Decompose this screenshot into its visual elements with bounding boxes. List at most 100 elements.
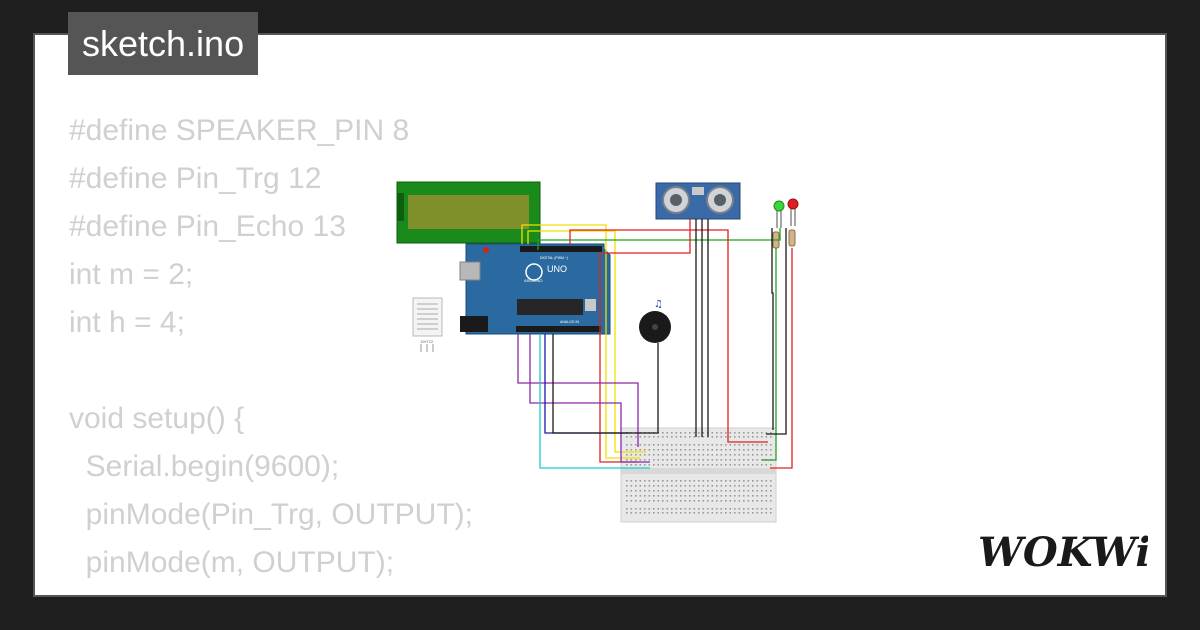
- breadboard-hole: [630, 459, 633, 461]
- breadboard-hole: [698, 444, 700, 446]
- breadboard-hole: [653, 464, 655, 466]
- breadboard-hole: [684, 459, 687, 461]
- breadboard-hole: [684, 444, 687, 446]
- breadboard-hole: [662, 500, 664, 502]
- breadboard-hole: [747, 444, 750, 446]
- breadboard-hole: [626, 454, 628, 456]
- breadboard-hole: [711, 480, 714, 482]
- breadboard-hole: [738, 454, 741, 456]
- breadboard-hole: [680, 464, 682, 466]
- breadboard-hole: [666, 500, 669, 502]
- breadboard-hole: [666, 490, 669, 492]
- breadboard-hole: [711, 449, 714, 451]
- breadboard-hole: [653, 490, 655, 492]
- breadboard-hole: [662, 480, 664, 482]
- breadboard-hole: [725, 464, 727, 466]
- wokwi-logo-text: WOKWi: [978, 529, 1148, 576]
- breadboard-hole: [738, 500, 741, 502]
- breadboard-hole: [635, 454, 637, 456]
- breadboard-hole: [752, 490, 754, 492]
- breadboard-hole: [707, 512, 709, 514]
- breadboard-hole: [635, 512, 637, 514]
- breadboard-hole: [698, 512, 700, 514]
- breadboard-hole: [639, 464, 642, 466]
- breadboard-hole: [630, 449, 633, 451]
- breadboard-hole: [675, 449, 678, 451]
- breadboard-hole: [725, 480, 727, 482]
- breadboard-hole: [729, 449, 732, 451]
- breadboard-hole: [756, 512, 759, 514]
- breadboard-hole: [653, 454, 655, 456]
- breadboard-hole: [639, 480, 642, 482]
- breadboard-hole: [639, 459, 642, 461]
- breadboard-hole: [761, 512, 763, 514]
- breadboard-hole: [653, 436, 655, 438]
- breadboard-hole: [702, 464, 705, 466]
- breadboard-hole: [711, 459, 714, 461]
- breadboard-hole: [770, 432, 772, 434]
- breadboard-hole: [626, 444, 628, 446]
- breadboard-hole: [725, 495, 727, 497]
- breadboard-hole: [671, 436, 673, 438]
- breadboard-hole: [720, 485, 723, 487]
- wire-green: [537, 228, 781, 250]
- breadboard-hole: [639, 485, 642, 487]
- breadboard-hole: [743, 444, 745, 446]
- breadboard-hole: [752, 444, 754, 446]
- breadboard-hole: [680, 436, 682, 438]
- breadboard-hole: [734, 464, 736, 466]
- breadboard-hole: [653, 459, 655, 461]
- breadboard-hole: [693, 480, 696, 482]
- breadboard-hole: [756, 480, 759, 482]
- breadboard-hole: [729, 432, 732, 434]
- breadboard-hole: [725, 449, 727, 451]
- ultrasonic-sensor: [655, 182, 741, 220]
- breadboard-hole: [707, 508, 709, 510]
- breadboard-hole: [648, 436, 651, 438]
- breadboard-hole: [752, 454, 754, 456]
- breadboard-hole: [702, 436, 705, 438]
- breadboard-hole: [702, 495, 705, 497]
- breadboard-hole: [666, 512, 669, 514]
- breadboard-hole: [680, 449, 682, 451]
- music-note-icon: ♫: [654, 299, 663, 310]
- breadboard-hole: [707, 464, 709, 466]
- breadboard-hole: [738, 464, 741, 466]
- breadboard-hole: [743, 500, 745, 502]
- wire-yellow: [527, 230, 646, 453]
- breadboard-hole: [662, 490, 664, 492]
- breadboard-hole: [671, 495, 673, 497]
- code-line: #define Pin_Trg 12: [69, 162, 322, 195]
- breadboard-hole: [738, 444, 741, 446]
- breadboard-hole: [716, 436, 718, 438]
- breadboard-hole: [720, 480, 723, 482]
- breadboard-hole: [689, 485, 691, 487]
- buzzer: ♫: [639, 299, 671, 343]
- breadboard-hole: [653, 512, 655, 514]
- breadboard-hole: [720, 490, 723, 492]
- breadboard-hole: [630, 500, 633, 502]
- breadboard-hole: [671, 449, 673, 451]
- breadboard-hole: [657, 444, 660, 446]
- breadboard-hole: [752, 495, 754, 497]
- breadboard-hole: [756, 432, 759, 434]
- breadboard-hole: [684, 512, 687, 514]
- breadboard-hole: [662, 436, 664, 438]
- breadboard-hole: [635, 500, 637, 502]
- breadboard-hole: [657, 508, 660, 510]
- breadboard-hole: [644, 459, 646, 461]
- breadboard-hole: [752, 480, 754, 482]
- breadboard-hole: [711, 500, 714, 502]
- breadboard-hole: [725, 444, 727, 446]
- breadboard-hole: [729, 500, 732, 502]
- breadboard-hole: [653, 508, 655, 510]
- breadboard-hole: [761, 449, 763, 451]
- breadboard-hole: [752, 432, 754, 434]
- wire-purple: [517, 334, 639, 447]
- breadboard-hole: [698, 454, 700, 456]
- breadboard-hole: [644, 485, 646, 487]
- breadboard-hole: [702, 454, 705, 456]
- breadboard-hole: [693, 459, 696, 461]
- breadboard-hole: [716, 480, 718, 482]
- breadboard-hole: [725, 490, 727, 492]
